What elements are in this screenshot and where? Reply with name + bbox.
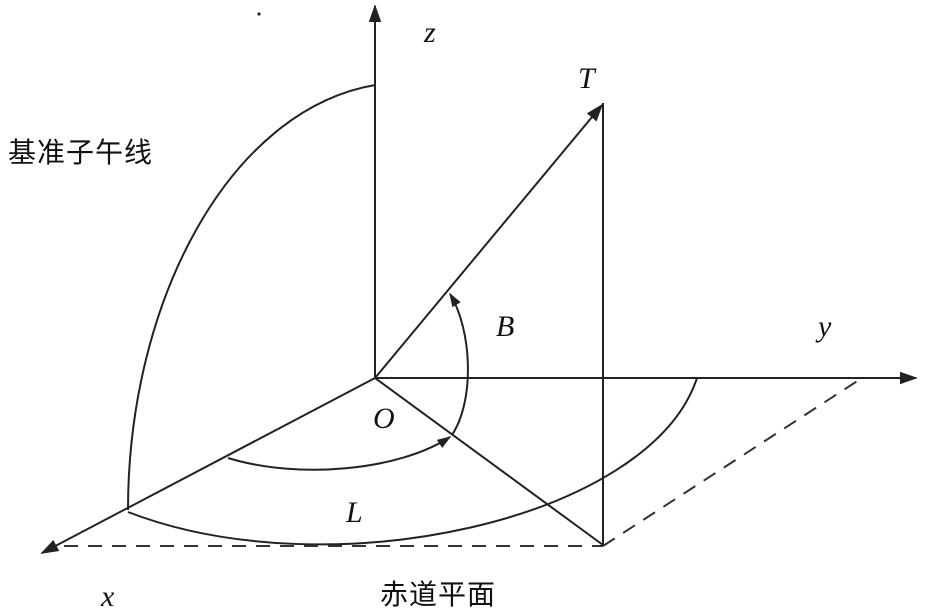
equatorial-plane-label: 赤道平面 (380, 578, 497, 611)
prime-meridian-label: 基准子午线 (8, 136, 154, 169)
prime-meridian-arc (127, 84, 376, 511)
longitude-label: L (346, 496, 363, 529)
o-foot-line (374, 377, 604, 546)
origin-label: O (373, 402, 395, 435)
z-axis-label: z (424, 16, 436, 49)
speck (257, 12, 261, 16)
latitude-label: B (496, 310, 515, 343)
point-t-label: T (578, 62, 595, 95)
x-axis-label: x (101, 580, 115, 613)
dashed-line-right (602, 377, 863, 547)
equator-arc (127, 377, 698, 546)
y-axis-label: y (818, 310, 832, 343)
vector-ot (374, 103, 604, 379)
x-axis (40, 377, 376, 554)
latitude-arc (449, 292, 469, 436)
longitude-arc (227, 436, 452, 471)
